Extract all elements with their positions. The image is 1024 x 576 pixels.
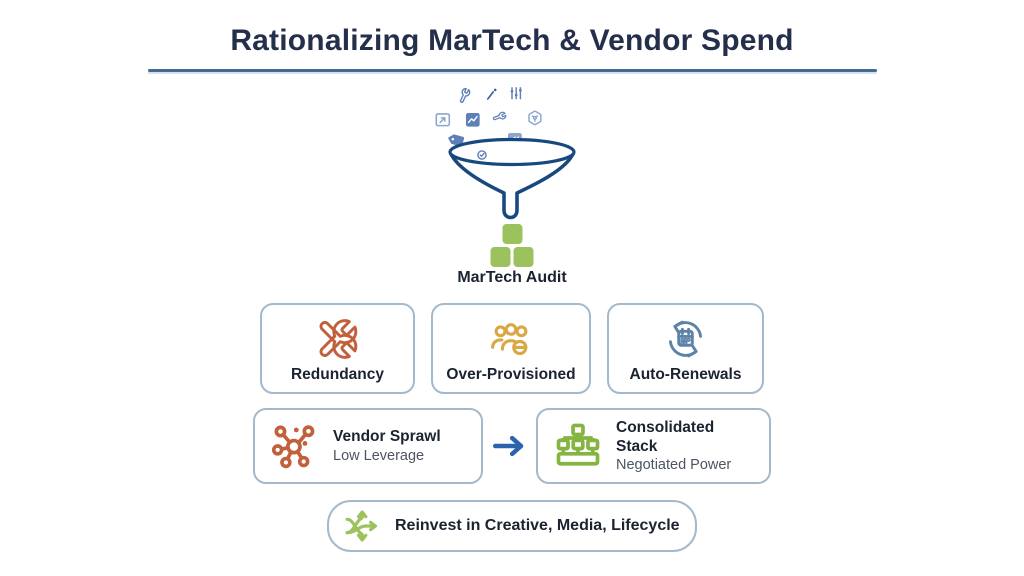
chart-icon <box>465 112 480 127</box>
shift-row: Vendor Sprawl Low Leverage <box>0 408 1024 484</box>
martech-funnel-graphic <box>427 86 597 228</box>
card-text: Vendor Sprawl Low Leverage <box>333 427 441 465</box>
outcome-label: Reinvest in Creative, Media, Lifecycle <box>395 517 680 534</box>
funnel-caption: MarTech Audit <box>457 269 567 286</box>
sliders-icon <box>510 87 522 100</box>
card-title: Vendor Sprawl <box>333 428 441 446</box>
pen-icon <box>486 88 497 100</box>
card-title: Consolidated Stack <box>616 418 715 455</box>
price-tag-icon <box>448 134 465 147</box>
card-over-provisioned: Over-Provisioned <box>431 303 591 394</box>
card-redundancy: Redundancy <box>260 303 415 394</box>
card-reinvest: Reinvest in Creative, Media, Lifecycle <box>327 500 697 552</box>
funnel-icon <box>435 86 576 220</box>
issue-cards-row: Redundancy Over-Provisioned <box>0 303 1024 394</box>
card-text: Consolidated Stack Negotiated Power <box>616 418 757 475</box>
card-consolidated-stack: Consolidated Stack Negotiated Power <box>536 408 771 484</box>
card-subtitle: Negotiated Power <box>616 457 732 474</box>
consolidated-stack-icon <box>552 419 604 473</box>
outcome-row: Reinvest in Creative, Media, Lifecycle <box>0 500 1024 552</box>
card-label: Auto-Renewals <box>629 366 742 383</box>
hexagon-node-icon <box>528 110 542 126</box>
branch-arrows-icon <box>343 506 383 546</box>
wrench-icon <box>456 86 473 104</box>
users-minus-icon <box>486 317 536 361</box>
card-subtitle: Low Leverage <box>333 447 425 464</box>
crossed-wrenches-icon <box>314 317 361 361</box>
right-arrow-icon <box>483 433 536 459</box>
card-label: Over-Provisioned <box>446 366 576 383</box>
wrench-icon <box>492 108 508 125</box>
network-hub-icon <box>269 418 321 474</box>
title-underline <box>148 69 877 72</box>
card-vendor-sprawl: Vendor Sprawl Low Leverage <box>253 408 483 484</box>
gear-circle-icon <box>477 150 487 160</box>
audit-blocks-icon <box>490 224 534 267</box>
page-title: Rationalizing MarTech & Vendor Spend <box>230 24 794 57</box>
calendar-refresh-icon <box>662 317 709 361</box>
card-label: Redundancy <box>290 366 384 383</box>
card-auto-renewals: Auto-Renewals <box>607 303 764 394</box>
browser-window-icon <box>435 113 451 127</box>
